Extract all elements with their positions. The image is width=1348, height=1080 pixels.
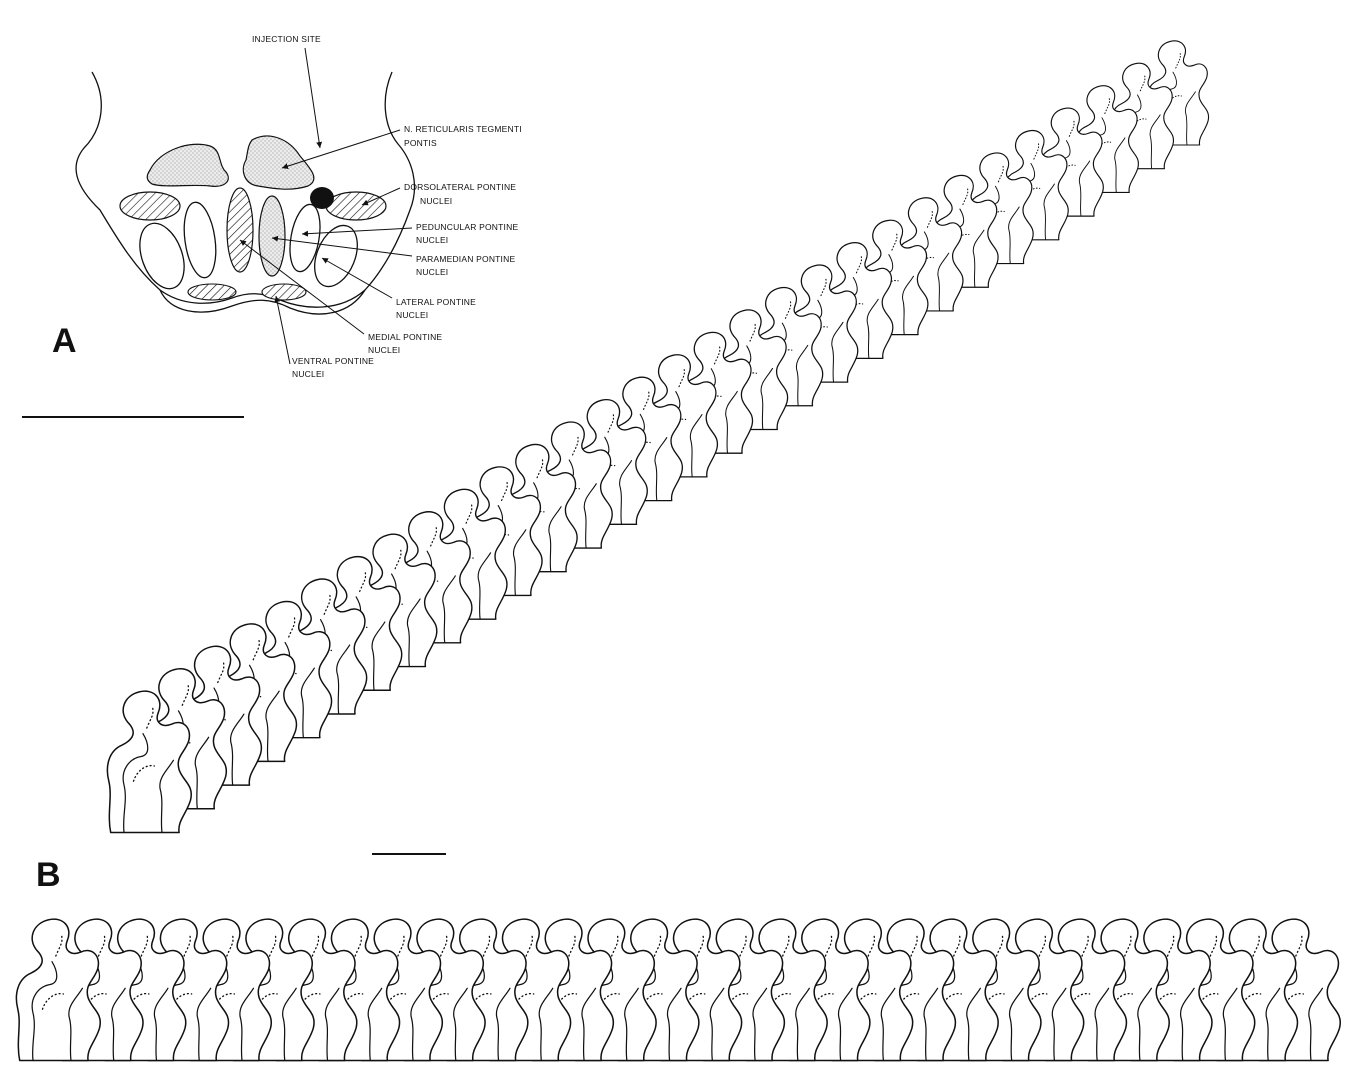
label-peduncular-1: PEDUNCULAR PONTINE bbox=[416, 222, 518, 232]
label-ventral-1: VENTRAL PONTINE bbox=[292, 356, 374, 366]
lateral-nuclei-right bbox=[306, 219, 365, 293]
label-reticularis-2: PONTIS bbox=[404, 138, 437, 148]
pons-outline bbox=[76, 72, 414, 307]
label-injection-site: INJECTION SITE bbox=[252, 34, 321, 44]
label-ventral-2: NUCLEI bbox=[292, 369, 324, 379]
panel-b: B bbox=[16, 41, 1340, 1061]
ventral-nuclei-right bbox=[262, 284, 306, 300]
ventral-nuclei-left bbox=[188, 284, 236, 300]
label-medial-2: NUCLEI bbox=[368, 345, 400, 355]
panel-a: INJECTION SITE N. RETICULARIS TEGMENTI P… bbox=[22, 34, 522, 417]
panel-b-letter: B bbox=[36, 856, 61, 894]
label-lateral-1: LATERAL PONTINE bbox=[396, 297, 476, 307]
dorsolateral-left bbox=[120, 192, 180, 220]
medial-nuclei bbox=[227, 188, 253, 272]
label-paramedian-2: NUCLEI bbox=[416, 267, 448, 277]
lateral-nuclei-left bbox=[132, 217, 193, 295]
panel-a-letter: A bbox=[52, 322, 77, 360]
peduncular-nuclei-left bbox=[180, 200, 220, 279]
horizontal-section-stack bbox=[16, 919, 1340, 1060]
label-lateral-2: NUCLEI bbox=[396, 310, 428, 320]
label-peduncular-2: NUCLEI bbox=[416, 235, 448, 245]
peduncular-nuclei-right bbox=[285, 202, 324, 274]
reticularis-right bbox=[243, 136, 314, 189]
dorsolateral-right bbox=[326, 192, 386, 220]
label-dorsolateral-1: DORSOLATERAL PONTINE bbox=[404, 182, 516, 192]
label-dorsolateral-2: NUCLEI bbox=[420, 196, 452, 206]
reticularis-left bbox=[147, 144, 228, 186]
label-medial-1: MEDIAL PONTINE bbox=[368, 332, 442, 342]
label-reticularis-1: N. RETICULARIS TEGMENTI bbox=[404, 124, 522, 134]
label-paramedian-1: PARAMEDIAN PONTINE bbox=[416, 254, 515, 264]
